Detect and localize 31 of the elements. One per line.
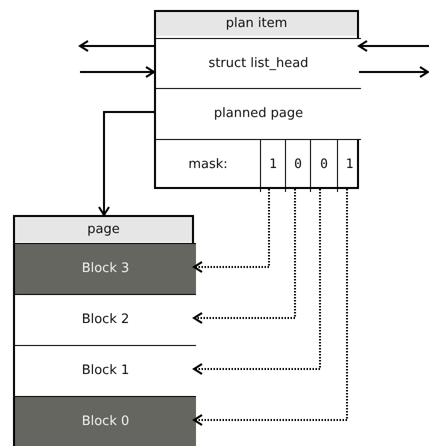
arrow [79,40,154,52]
arrow [80,66,155,78]
field-row [156,88,361,139]
record-box [154,10,359,189]
field-label: Block 0 [80,414,130,429]
field-label: struct list_head [208,56,310,70]
block-row [15,396,196,446]
record-box [13,215,194,446]
dotted-arrow [193,189,296,324]
field-label: Block 1 [80,362,130,378]
dotted-arrow [193,189,348,426]
field-label: planned page [212,106,304,120]
field-label: Block 3 [80,260,130,276]
arrow [358,40,429,52]
arrow [359,66,429,78]
field-label: Block 2 [80,312,130,326]
field-label: mask: [187,157,229,172]
box-title: plan item [156,12,357,36]
dotted-arrow [193,189,270,273]
field-row [15,345,196,396]
arrow [98,111,154,216]
bit-value: 1 [344,157,354,172]
field-row [156,38,361,89]
field-row [15,294,196,345]
bit-value: 1 [268,157,278,172]
block-row [15,243,196,294]
bit-value: 0 [293,157,303,172]
box-title: page [15,217,192,242]
dotted-arrow [193,189,321,375]
mask-row [156,139,361,191]
bit-value: 0 [319,157,329,172]
